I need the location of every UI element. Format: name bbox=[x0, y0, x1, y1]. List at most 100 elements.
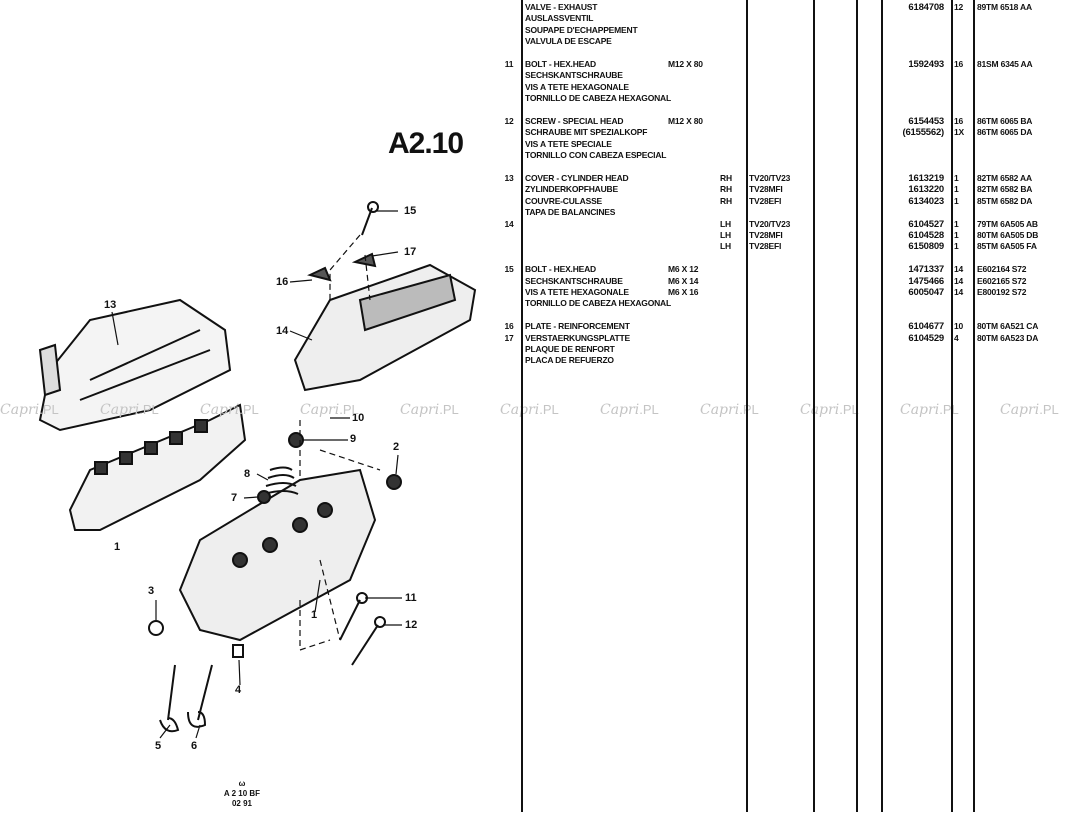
cell-qty: 14 bbox=[954, 264, 964, 275]
cell-desc: VIS A TETE HEXAGONALE bbox=[525, 81, 629, 92]
cell-side: RH bbox=[720, 195, 732, 206]
watermark: Capri.PL bbox=[900, 402, 959, 418]
cell-desc: VIS A TETE SPECIALE bbox=[525, 138, 612, 149]
cell-desc: SECHSKANTSCHRAUBE bbox=[525, 70, 623, 81]
cell-code: 86TM 6065 BA bbox=[977, 116, 1033, 126]
table-spacer bbox=[0, 48, 1080, 59]
cell-part: 6005047 bbox=[908, 287, 944, 298]
cell-code: 89TM 6518 AA bbox=[977, 2, 1032, 12]
table-row: VIS A TETE SPECIALE bbox=[0, 139, 1080, 150]
cell-side: LH bbox=[720, 230, 731, 240]
cell-qty: 16 bbox=[954, 59, 964, 69]
watermark: Capri.PL bbox=[400, 402, 459, 418]
cell-desc: SCHRAUBE MIT SPEZIALKOPF bbox=[525, 127, 648, 138]
callout-number: 15 bbox=[404, 205, 417, 217]
column-rule bbox=[856, 0, 858, 812]
watermark: Capri.PL bbox=[700, 402, 759, 418]
watermark: Capri.PL bbox=[300, 402, 359, 418]
column-rule bbox=[813, 0, 815, 812]
exploded-parts-diagram bbox=[38, 201, 477, 739]
cell-qty: 1 bbox=[954, 173, 959, 183]
cell-code: 80TM 6A521 CA bbox=[977, 321, 1039, 332]
part-4 bbox=[232, 644, 244, 658]
valve-spring bbox=[263, 466, 299, 495]
cell-desc: TAPA DE BALANCINES bbox=[525, 207, 616, 218]
cell-spec: M12 X 80 bbox=[668, 116, 703, 126]
cell-part: 6104528 bbox=[908, 230, 944, 241]
cell-code: 80TM 6A505 DB bbox=[977, 230, 1039, 240]
cell-no: 14 bbox=[504, 218, 514, 229]
cell-desc: TORNILLO CON CABEZA ESPECIAL bbox=[525, 150, 667, 161]
cell-desc: COUVRE-CULASSE bbox=[525, 195, 603, 206]
part-3 bbox=[148, 620, 164, 636]
cell-desc: SCREW - SPECIAL HEAD bbox=[525, 116, 624, 126]
plate-16 bbox=[307, 266, 332, 282]
cell-part: 6150809 bbox=[908, 241, 944, 253]
callout-number: 3 bbox=[148, 585, 155, 597]
page-footer: ω A 2 10 BF 02 91 bbox=[222, 779, 262, 809]
cell-no: 11 bbox=[504, 59, 514, 69]
callout-number: 1 bbox=[114, 541, 121, 553]
cell-desc: TORNILLO DE CABEZA HEXAGONAL bbox=[525, 93, 671, 104]
cell-qty: 1X bbox=[954, 127, 964, 138]
cell-desc: VERSTAERKUNGSPLATTE bbox=[525, 332, 630, 343]
cell-no: 16 bbox=[504, 321, 514, 332]
cell-qty: 14 bbox=[954, 275, 964, 286]
cell-spec: M12 X 80 bbox=[668, 59, 703, 69]
cell-part: (6155562) bbox=[902, 127, 944, 139]
cell-model: TV28EFI bbox=[749, 241, 782, 252]
callout-number: 1 bbox=[311, 609, 318, 621]
table-row: TORNILLO CON CABEZA ESPECIAL bbox=[0, 150, 1080, 161]
cell-desc: TORNILLO DE CABEZA HEXAGONAL bbox=[525, 298, 671, 309]
watermark: Capri.PL bbox=[800, 402, 859, 418]
cell-no: 15 bbox=[504, 264, 514, 275]
table-row: TAPA DE BALANCINES bbox=[0, 207, 1080, 218]
cell-no: 17 bbox=[504, 332, 514, 343]
cell-code: 81SM 6345 AA bbox=[977, 59, 1033, 69]
table-row: VALVULA DE ESCAPE bbox=[0, 36, 1080, 47]
column-rule bbox=[746, 0, 748, 812]
cell-code: 79TM 6A505 AB bbox=[977, 218, 1038, 229]
seal-7 bbox=[257, 490, 271, 504]
cell-part: 6104527 bbox=[908, 218, 944, 230]
table-row: SCHRAUBE MIT SPEZIALKOPF (6155562) 1X 86TM … bbox=[0, 127, 1080, 138]
watermark: Capri.PL bbox=[500, 402, 559, 418]
cell-qty: 10 bbox=[954, 321, 964, 332]
cell-desc: VALVULA DE ESCAPE bbox=[525, 36, 612, 47]
cell-code: 86TM 6065 DA bbox=[977, 127, 1033, 138]
table-row: AUSLASSVENTIL bbox=[0, 13, 1080, 24]
table-spacer bbox=[0, 105, 1080, 116]
cell-spec: M6 X 14 bbox=[668, 275, 699, 286]
part-2 bbox=[386, 474, 402, 490]
cell-qty: 16 bbox=[954, 116, 964, 126]
table-spacer bbox=[0, 310, 1080, 321]
watermark: Capri.PL bbox=[200, 402, 259, 418]
callout-number: 11 bbox=[405, 592, 417, 604]
cell-desc: PLACA DE REFUERZO bbox=[525, 355, 614, 366]
cell-no: 12 bbox=[504, 116, 514, 126]
callout-number: 12 bbox=[405, 619, 418, 631]
table-row: SOUPAPE D'ECHAPPEMENT bbox=[0, 25, 1080, 36]
cell-part: 6104529 bbox=[908, 332, 944, 344]
cell-part: 1592493 bbox=[908, 59, 944, 70]
callout-number: 2 bbox=[393, 441, 400, 453]
cell-desc: AUSLASSVENTIL bbox=[525, 13, 594, 24]
watermark: Capri.PL bbox=[0, 402, 59, 418]
cell-desc: ZYLINDERKOPFHAUBE bbox=[525, 184, 618, 195]
cell-desc: PLAQUE DE RENFORT bbox=[525, 344, 615, 354]
cell-desc: COVER - CYLINDER HEAD bbox=[525, 173, 629, 183]
callout-number: 16 bbox=[276, 276, 289, 288]
cell-side: RH bbox=[720, 173, 732, 183]
cell-side: LH bbox=[720, 241, 731, 252]
table-row: VIS A TETE HEXAGONALE bbox=[0, 82, 1080, 93]
cell-qty: 1 bbox=[954, 184, 959, 195]
watermark: Capri.PL bbox=[100, 402, 159, 418]
